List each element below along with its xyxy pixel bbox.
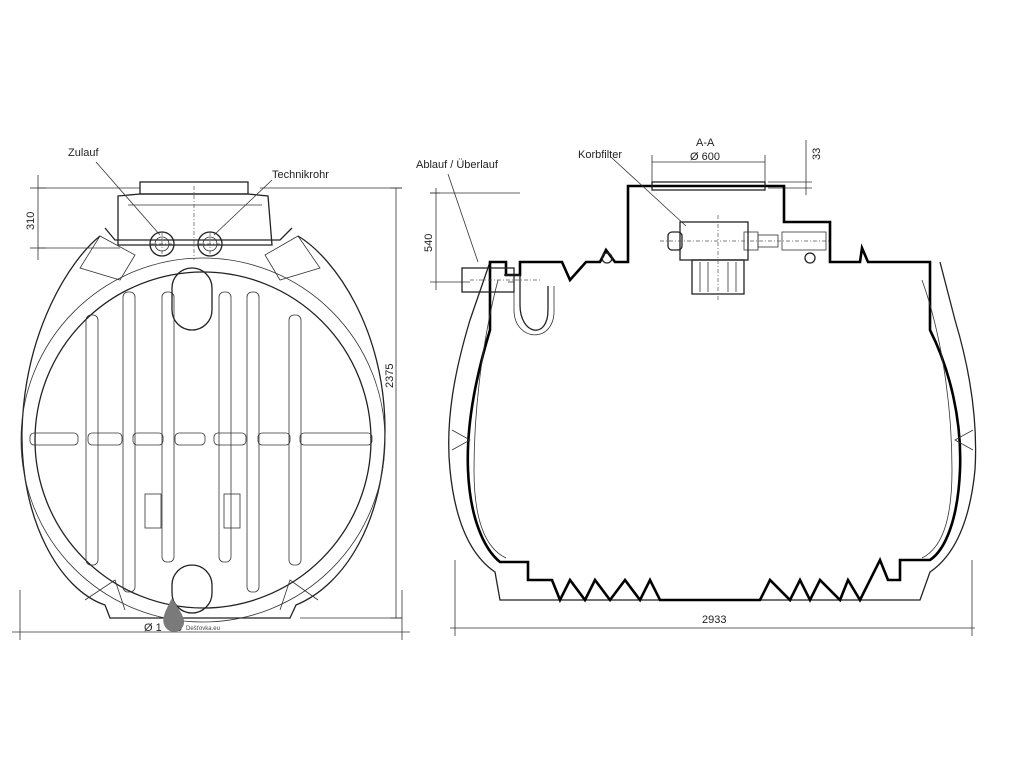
label-korbfilter: Korbfilter xyxy=(578,149,622,161)
dim-total-height: 2375 xyxy=(384,364,396,388)
outlet-pipe xyxy=(461,267,555,336)
front-view xyxy=(12,161,410,640)
dim-tank-diameter: Ø 1 xyxy=(144,622,162,634)
label-technikrohr: Technikrohr xyxy=(272,169,329,181)
dim-outlet-height: 540 xyxy=(423,234,435,252)
dim-lid-diameter: Ø 600 xyxy=(690,151,720,163)
dim-inlet-height: 310 xyxy=(25,212,37,230)
korbfilter-basket xyxy=(660,215,830,300)
technik-pipe xyxy=(197,231,223,257)
watermark-text: Dešťovka.eu xyxy=(186,626,220,632)
section-wall-profile xyxy=(466,184,962,604)
dim-total-length: 2933 xyxy=(702,614,726,626)
inlet-pipe xyxy=(149,231,175,257)
watermark-logo: Dešťovka.eu xyxy=(163,598,220,632)
vertical-ribs xyxy=(85,291,302,593)
label-ablauf: Ablauf / Überlauf xyxy=(416,159,499,171)
dim-lid-offset: 33 xyxy=(811,148,823,160)
label-zulauf: Zulauf xyxy=(68,147,100,159)
section-view xyxy=(430,140,977,636)
technik-pipe-section xyxy=(601,231,827,264)
label-section: A-A xyxy=(696,137,715,149)
horizontal-rib-band xyxy=(29,432,373,446)
